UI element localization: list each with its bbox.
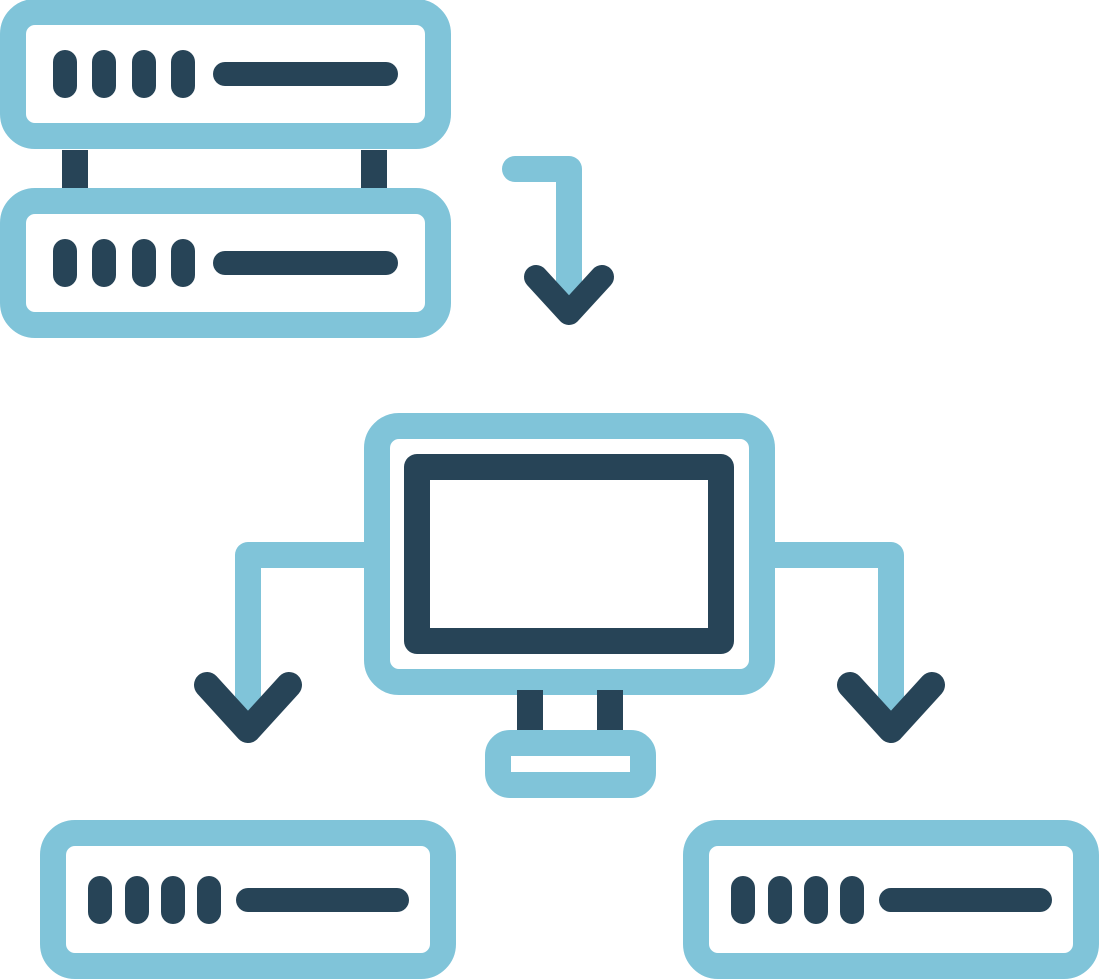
server-right-icon — [683, 820, 1099, 979]
monitor-icon — [364, 413, 775, 798]
incoming-arrow-icon — [502, 156, 614, 325]
server-rack-top-icon — [0, 0, 451, 149]
left-branch-arrow-icon — [194, 542, 377, 743]
server-left-icon — [40, 820, 456, 979]
rack-connector-icon — [62, 150, 387, 188]
server-rack-bottom-icon — [0, 188, 451, 338]
right-branch-arrow-icon — [762, 542, 945, 743]
